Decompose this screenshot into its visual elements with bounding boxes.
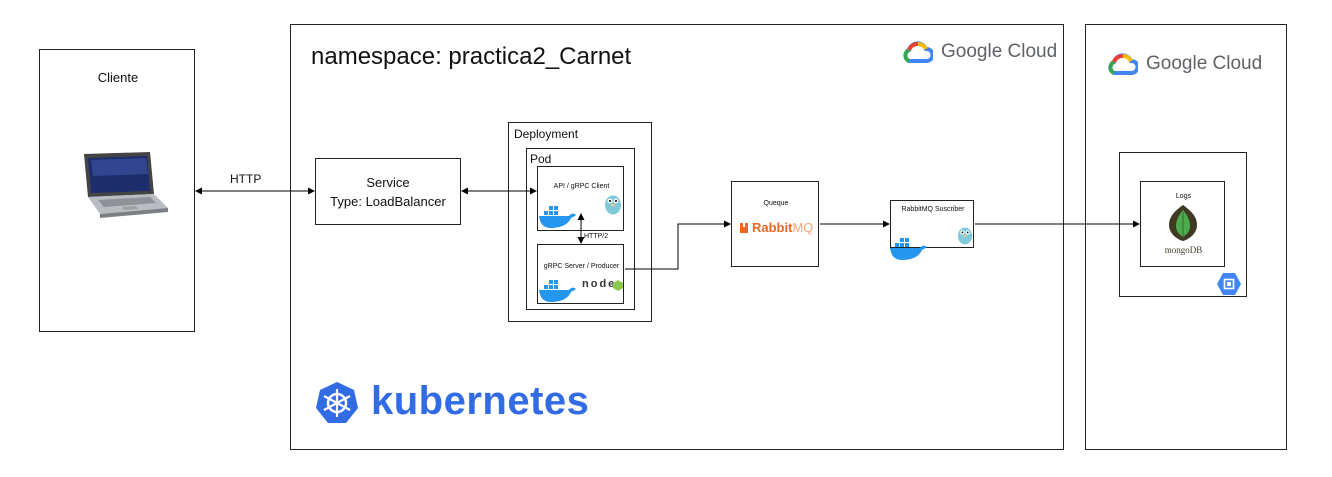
- docker-whale-icon: [539, 206, 576, 228]
- kubernetes-icon: [316, 382, 358, 423]
- nodejs-logo: node: [582, 278, 617, 290]
- subscriber-label: RabbitMQ Suscriber: [901, 206, 965, 213]
- client-panel: Cliente: [39, 49, 195, 332]
- rabbitmq-icon: [740, 223, 748, 233]
- go-gopher-icon: [957, 227, 973, 245]
- service-type: Type: LoadBalancer: [330, 193, 446, 209]
- google-cloud-label-2: Google Cloud: [1146, 53, 1263, 74]
- grpc-server-container: gRPC Server / Producer node: [537, 244, 624, 304]
- google-cloud-icon: [1108, 53, 1138, 75]
- queue-title: Queque: [763, 200, 789, 207]
- mongodb-wordmark: mongoDB: [1164, 245, 1203, 255]
- namespace-title: namespace: practica2_Carnet: [311, 43, 632, 70]
- go-gopher-icon: [605, 195, 621, 215]
- kubernetes-wordmark: kubernetes: [371, 379, 590, 423]
- google-cloud-logo: Google Cloud: [903, 41, 1057, 63]
- api-client-container: API / gRPC Client: [537, 166, 624, 231]
- rabbitmq-word-rabbit: Rabbit: [752, 220, 793, 235]
- deployment-title: Deployment: [514, 127, 579, 141]
- api-client-label: API / gRPC Client: [553, 183, 610, 190]
- mongodb-leaf-icon: [1169, 205, 1197, 241]
- service-title: Service: [366, 174, 410, 190]
- google-cloud-label: Google Cloud: [941, 41, 1058, 62]
- service-node: Service Type: LoadBalancer: [315, 158, 461, 225]
- logs-title: Logs: [1175, 193, 1192, 200]
- logs-box: Logs mongoDB: [1140, 181, 1225, 267]
- grpc-server-label: gRPC Server / Producer: [543, 263, 620, 270]
- google-cloud-icon: [903, 41, 933, 63]
- compute-engine-icon: [1217, 273, 1241, 295]
- client-title: Cliente: [97, 70, 139, 85]
- pod-title: Pod: [530, 152, 552, 166]
- docker-whale-icon: [890, 238, 927, 260]
- edge-label-http: HTTP: [230, 172, 262, 186]
- rabbitmq-wordmark: RabbitMQ: [752, 220, 813, 235]
- docker-whale-icon: [539, 280, 576, 302]
- gcp-panel: Google Cloud: [1085, 24, 1287, 450]
- rabbitmq-word-mq: MQ: [792, 220, 814, 235]
- google-cloud-logo-2: Google Cloud: [1108, 53, 1262, 75]
- edge-label-http2: HTTP/2: [584, 233, 609, 240]
- nodejs-hexagon-icon: [613, 280, 623, 291]
- laptop-icon: [84, 152, 168, 218]
- queue-node: Queque RabbitMQ: [731, 181, 819, 267]
